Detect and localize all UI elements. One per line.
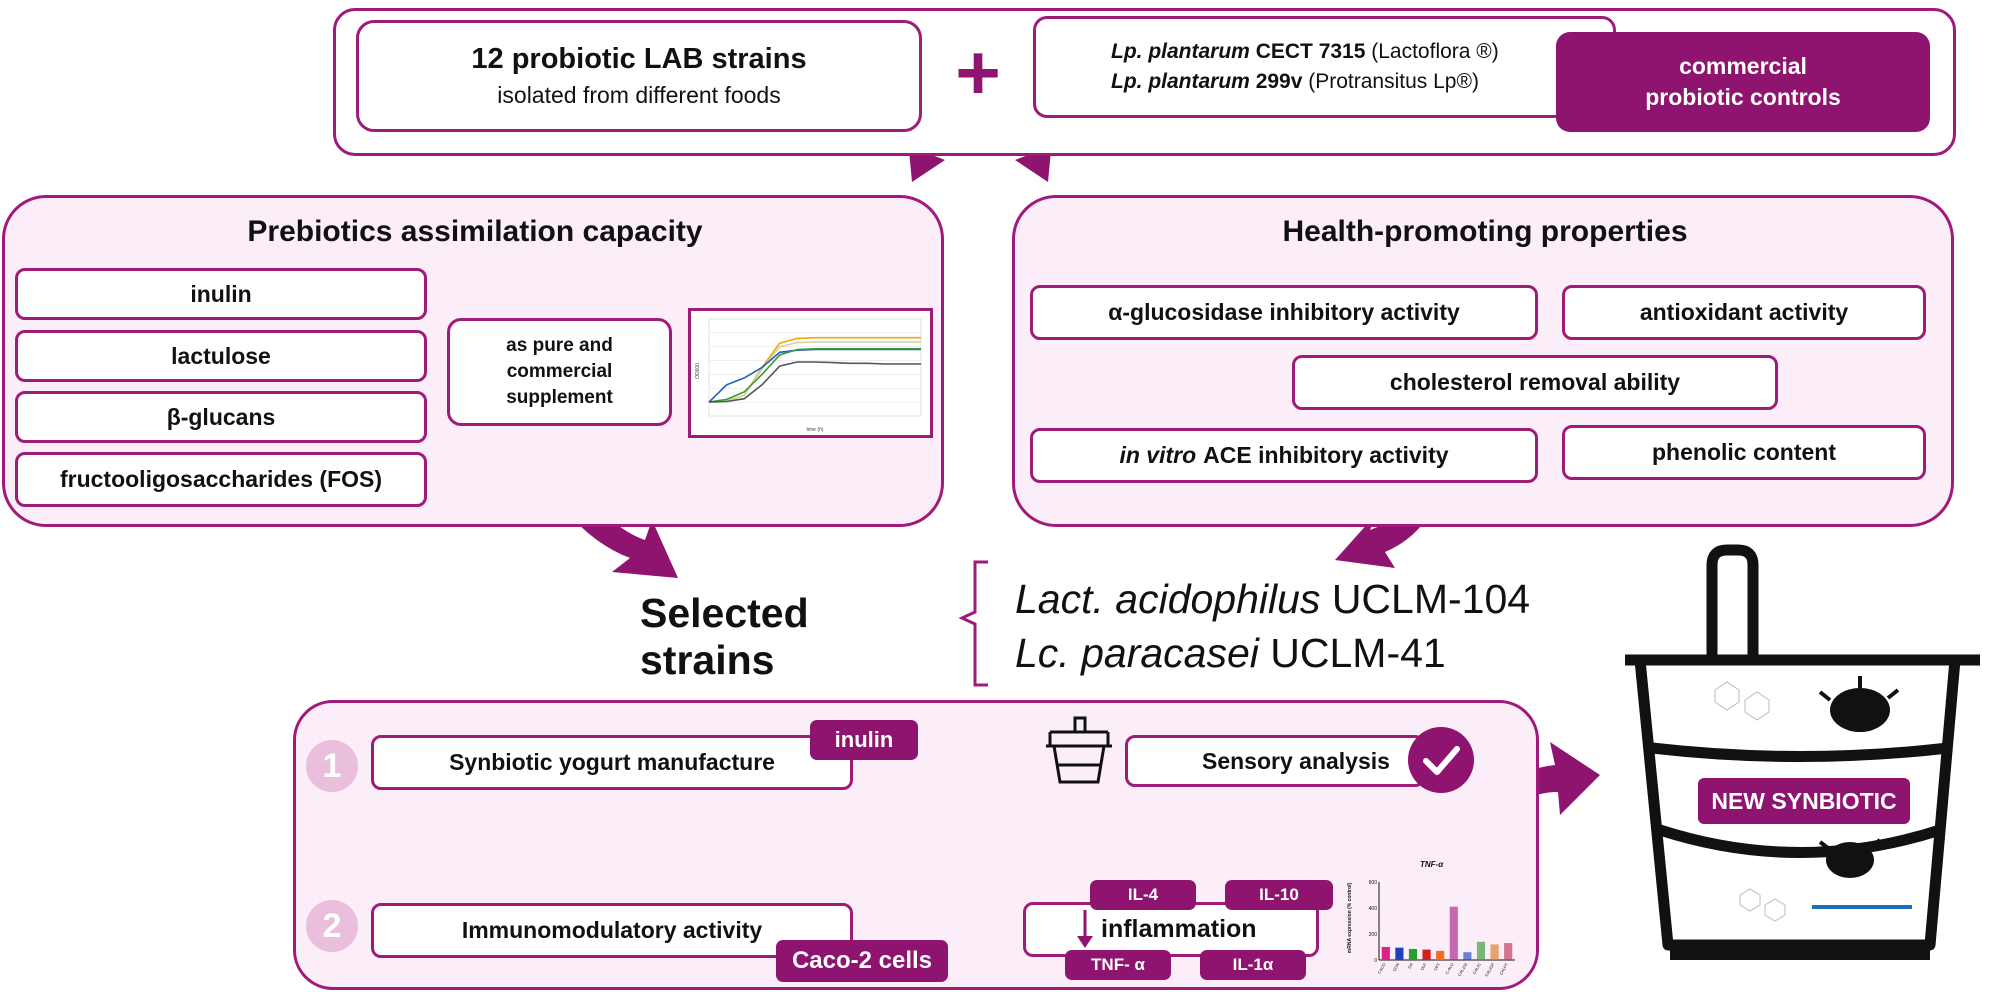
lab-strains-title: 12 probiotic LAB strains [471, 43, 807, 75]
control-2-genus: Lp. plantarum [1111, 70, 1250, 93]
cholesterol-box: cholesterol removal ability [1292, 355, 1778, 410]
bar-label-OFT: OFT [1433, 962, 1442, 972]
control-strain-1: Lp. plantarum CECT 7315 (Lactoflora ®) [1111, 40, 1499, 64]
new-synbiotic-label: NEW SYNBIOTIC [1698, 778, 1910, 824]
molecule-sketch-2 [1739, 888, 1786, 922]
caco2-tag: Caco-2 cells [776, 940, 948, 982]
bar-label-OA: OA [1407, 962, 1414, 970]
bar-OFT [1436, 950, 1445, 960]
bar-OLF [1422, 949, 1431, 960]
alpha-glucosidase-box: α-glucosidase inhibitory activity [1030, 285, 1538, 340]
ace-label: ACE inhibitory activity [1203, 442, 1449, 468]
plus-sign: + [955, 28, 1001, 116]
molecule-sketch-1 [1714, 681, 1770, 721]
tnf-mini-chart-title: TNF-α [1420, 860, 1444, 869]
bar-label-CAL41P: CAL41P [1484, 962, 1496, 978]
il10-tag: IL-10 [1225, 880, 1333, 910]
selected-strain-1: Lact. acidophilus UCLM-104 [1015, 576, 1615, 623]
bacteria-icon-2 [1818, 838, 1882, 878]
bar-CAL41P [1490, 944, 1499, 960]
controls-label-line2: probiotic controls [1645, 84, 1841, 110]
inflammation-label: inflammation [1101, 915, 1257, 943]
growth-ylabel: OD600 [695, 363, 701, 379]
bar-label-C-ALO: C-ALO [1444, 962, 1454, 975]
controls-label-line1: commercial [1679, 53, 1807, 79]
antioxidant-box: antioxidant activity [1562, 285, 1926, 340]
phenolic-box: phenolic content [1562, 425, 1926, 480]
control-2-strain: 299v [1255, 70, 1303, 93]
control-strain-2: Lp. plantarum 299v (Protransitus Lp®) [1111, 70, 1479, 94]
il4-tag: IL-4 [1090, 880, 1196, 910]
supplement-note-line3: supplement [506, 387, 613, 408]
prebiotic-inulin: inulin [15, 268, 427, 320]
strain-2-genus: Lc. paracasei [1015, 630, 1259, 676]
bar-CAL104 [1463, 952, 1472, 960]
curved-arrow-left [908, 126, 968, 182]
bar-CON [1395, 947, 1404, 960]
bar-y-tick: 0 [1374, 958, 1377, 964]
prebiotic-beta-glucans: β-glucans [15, 391, 427, 443]
bar-y-tick: 600 [1369, 880, 1378, 886]
ace-box: in vitro ACE inhibitory activity [1030, 428, 1538, 483]
bar-CALPT [1504, 943, 1513, 960]
immunomodulatory-box: Immunomodulatory activity [371, 903, 853, 958]
prebiotic-fos: fructooligosaccharides (FOS) [15, 452, 427, 507]
curved-arrow-right [992, 126, 1052, 182]
selected-strain-2: Lc. paracasei UCLM-41 [1015, 630, 1615, 677]
growth-chart-svg: time (h) OD600 [695, 318, 922, 433]
strain-1-genus: Lact. acidophilus [1015, 576, 1321, 622]
bar-CAL41 [1476, 941, 1486, 960]
strain-2-id: UCLM-41 [1270, 630, 1446, 676]
tnf-tag: TNF- α [1065, 950, 1171, 980]
strain-1-id: UCLM-104 [1331, 576, 1531, 622]
inulin-tag: inulin [810, 720, 918, 760]
controls-box: Lp. plantarum CECT 7315 (Lactoflora ®) L… [1033, 16, 1616, 118]
growth-chart: time (h) OD600 [688, 308, 933, 438]
bar-y-tick: 200 [1369, 932, 1378, 938]
lab-strains-box: 12 probiotic LAB strains isolated from d… [356, 20, 922, 132]
growth-series-line-4 [708, 361, 921, 403]
control-1-strain: CECT 7315 [1255, 40, 1366, 63]
growth-series-line-1 [708, 341, 921, 403]
checkmark-icon [1408, 727, 1474, 793]
control-1-genus: Lp. plantarum [1111, 40, 1250, 63]
prebiotics-title: Prebiotics assimilation capacity [247, 215, 703, 248]
step-1-badge: 1 [306, 740, 358, 792]
bar-label-CALPT: CALPT [1498, 962, 1509, 976]
bacteria-icon-1 [1818, 676, 1900, 732]
bar-label-CAL41: CAL41 [1471, 961, 1482, 975]
lab-strains-subtitle: isolated from different foods [497, 82, 781, 108]
supplement-note-line2: commercial [506, 361, 613, 382]
bar-OA [1408, 948, 1418, 960]
health-title: Health-promoting properties [1282, 215, 1688, 248]
controls-label: commercial probiotic controls [1556, 32, 1930, 132]
step-2-badge: 2 [306, 900, 358, 952]
control-2-brand: (Protransitus Lp®) [1308, 70, 1479, 93]
bar-label-OLF: OLF [1419, 962, 1427, 972]
bar-label-CAL104: CAL104 [1457, 961, 1469, 977]
bar-label-CON: CON [1391, 962, 1400, 972]
growth-plot-area [708, 318, 922, 417]
supplement-note-line1: as pure and [506, 335, 613, 356]
yogurt-manufacture-box: Synbiotic yogurt manufacture [371, 735, 853, 790]
bar-y-tick: 400 [1369, 906, 1378, 912]
bar-C-ALO [1449, 906, 1458, 960]
control-1-brand: (Lactoflora ®) [1371, 40, 1499, 63]
sensory-analysis-box: Sensory analysis [1125, 735, 1425, 787]
ace-in-vitro: in vitro [1119, 442, 1197, 468]
growth-series-line-3 [708, 347, 921, 403]
selected-strains-label: Selected strains [640, 590, 809, 683]
bar-CACO [1381, 947, 1390, 960]
bar-label-CACO: CACO [1377, 962, 1387, 975]
il1-tag: IL-1α [1200, 950, 1306, 980]
supplement-note: as pure and commercial supplement [447, 318, 672, 426]
prebiotic-lactulose: lactulose [15, 330, 427, 382]
growth-xlabel: time (h) [807, 427, 824, 433]
